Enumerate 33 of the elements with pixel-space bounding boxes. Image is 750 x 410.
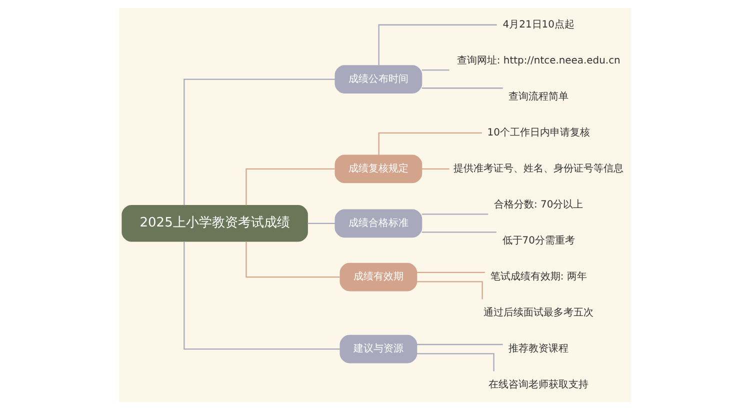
node-box: 2025上小学教资考试成绩 [122, 205, 308, 242]
node-text: 在线咨询老师获取支持 [488, 380, 589, 391]
connector [422, 70, 450, 71]
connector [308, 222, 336, 224]
node-box: 成绩复核规定 [334, 154, 422, 184]
connector [184, 78, 336, 206]
node-text: 推荐教资课程 [508, 344, 569, 355]
node-text: 笔试成绩有效期: 两年 [490, 272, 587, 283]
connector [422, 168, 450, 170]
node-box: 建议与资源 [340, 334, 418, 364]
connector [246, 168, 335, 206]
node-text: 提供准考证号、姓名、身份证号等信息 [454, 164, 624, 175]
connector [422, 232, 496, 233]
node-text: 4月21日10点起 [502, 19, 574, 30]
node-box: 成绩合格标准 [334, 209, 422, 238]
connector [422, 214, 488, 215]
connector [416, 281, 483, 300]
connector [416, 344, 503, 346]
node-text: 合格分数: 70分以上 [494, 200, 584, 211]
node-text: 通过后续面试最多考五次 [484, 308, 594, 319]
connector [184, 242, 340, 350]
connector [422, 88, 503, 89]
node-text: 10个工作日内申请复核 [487, 128, 590, 139]
connector [246, 242, 340, 278]
connector [416, 353, 494, 372]
node-text: 查询网址: http://ntce.neea.edu.cn [456, 56, 620, 67]
connector [378, 132, 482, 156]
connector [416, 272, 485, 274]
node-box: 成绩公布时间 [334, 65, 422, 94]
node-box: 成绩有效期 [340, 262, 418, 292]
node-text: 低于70分需重考 [502, 236, 575, 247]
connector [378, 24, 497, 66]
node-text: 查询流程简单 [508, 92, 569, 103]
